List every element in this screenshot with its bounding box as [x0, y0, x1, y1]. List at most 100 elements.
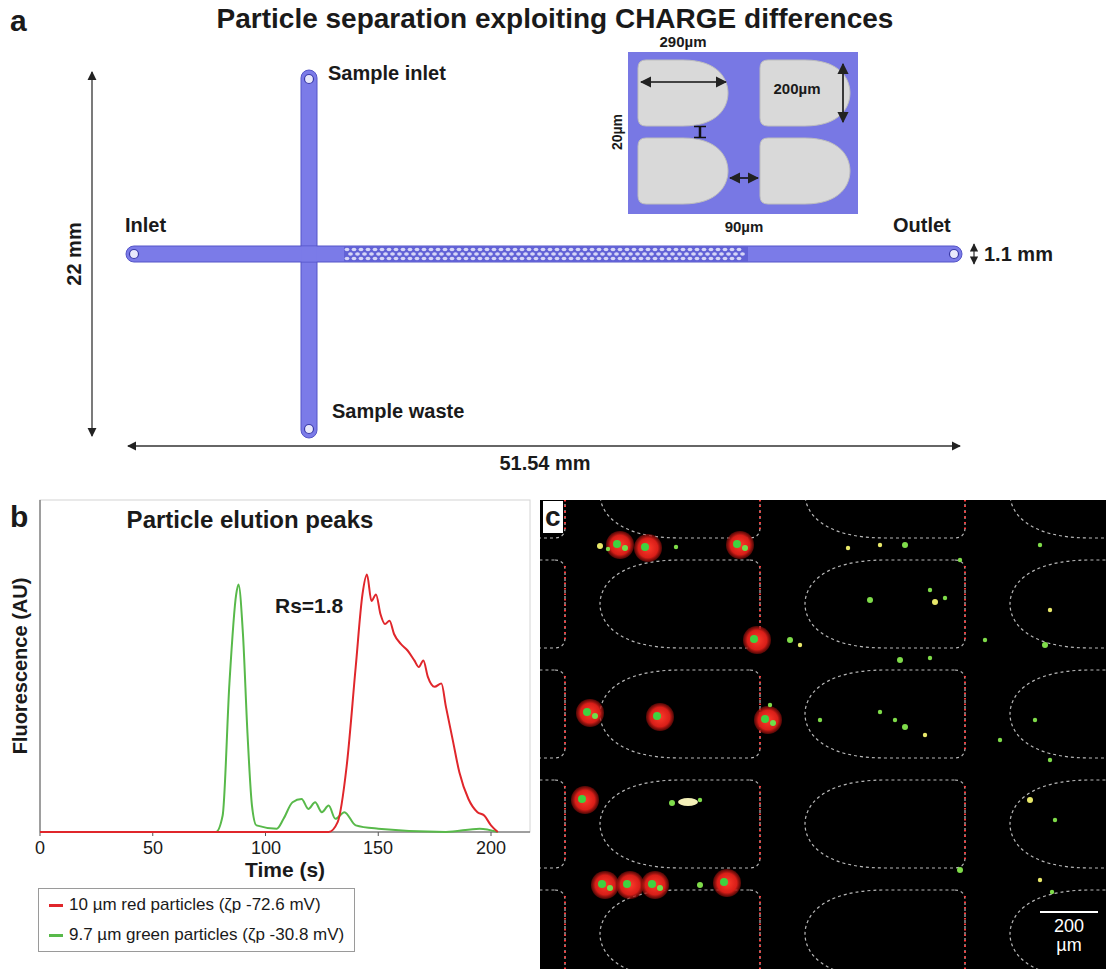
pillar-dot	[506, 248, 511, 251]
pillar-dot	[597, 257, 602, 260]
pillar-dot	[702, 248, 707, 251]
pillar-dot	[387, 257, 392, 260]
pillar-edge-stain	[964, 566, 966, 642]
pillar-dot	[366, 257, 371, 260]
small-particle	[928, 656, 932, 660]
red-particle	[616, 871, 644, 899]
pillar-dot	[674, 248, 679, 251]
pillar-dot	[387, 248, 392, 251]
micrograph-background	[540, 500, 1106, 969]
particle-cluster	[678, 798, 698, 806]
pillar-dot	[373, 257, 378, 260]
pillar-dot	[527, 257, 532, 260]
port-label: Sample inlet	[328, 62, 446, 85]
pillar-dot	[513, 248, 518, 251]
small-particle	[674, 545, 678, 549]
pillar-dot	[695, 257, 700, 260]
dimension-label: 200µm	[773, 80, 820, 97]
pillar-edge-stain	[759, 500, 761, 532]
scale-bar	[1040, 911, 1098, 913]
pillar-outline	[805, 780, 965, 868]
pillar-dot	[709, 248, 714, 251]
pillar-dot	[453, 252, 458, 255]
pillar-dot	[632, 257, 637, 260]
pillar-dot	[436, 248, 441, 251]
pillar-dot	[579, 252, 584, 255]
small-particle	[902, 724, 908, 730]
pillar-dot	[527, 248, 532, 251]
pillar-dot	[607, 252, 612, 255]
pillar-dot	[614, 252, 619, 255]
pillar-dot	[590, 257, 595, 260]
pillar-dot	[688, 248, 693, 251]
pillar-dot	[520, 248, 525, 251]
pillar-dot	[457, 257, 462, 260]
pillar-edge-stain	[564, 786, 566, 862]
pillar-edge-stain	[759, 786, 761, 862]
pillar-dot	[446, 252, 451, 255]
pillar-dot	[646, 248, 651, 251]
small-particle	[878, 543, 882, 547]
pillar-dot	[460, 252, 465, 255]
pillar-dot	[439, 252, 444, 255]
tick-label: 200	[476, 838, 506, 859]
pillar-dot	[583, 248, 588, 251]
pillar-dot	[681, 257, 686, 260]
tick-mark	[491, 832, 492, 836]
pillar-dot	[495, 252, 500, 255]
pillar-dot	[499, 248, 504, 251]
pillar-dot	[418, 252, 423, 255]
small-particle	[1053, 818, 1057, 822]
pillar-dot	[352, 248, 357, 251]
pillar-dot	[628, 252, 633, 255]
pillar-dot	[737, 257, 742, 260]
dimension-label: 22 mm	[63, 222, 86, 285]
legend-entry: 9.7 µm green particles (ζp -30.8 mV)	[49, 925, 344, 945]
pillar-dot	[520, 257, 525, 260]
pillar-dot	[488, 252, 493, 255]
green-spot	[720, 878, 728, 886]
green-spot	[641, 543, 649, 551]
pillar-dot	[422, 248, 427, 251]
pillar-dot	[506, 257, 511, 260]
pillar-dot	[625, 257, 630, 260]
elution-chart	[40, 500, 530, 836]
micrograph	[540, 500, 1106, 969]
axis-label: Fluorescence (AU)	[9, 578, 32, 755]
pillar-edge-stain	[964, 500, 966, 532]
dimension-label: 90µm	[725, 218, 764, 235]
pillar-dot	[548, 257, 553, 260]
pillar-dot	[478, 257, 483, 260]
green-spot	[607, 885, 613, 891]
pillar-dot	[698, 252, 703, 255]
pillar-dot	[649, 252, 654, 255]
pillar-dot	[411, 252, 416, 255]
pillar-dot	[604, 248, 609, 251]
small-particle	[768, 703, 772, 707]
port-label: Inlet	[125, 214, 166, 237]
pillar-dot	[723, 257, 728, 260]
pillar-dot	[544, 252, 549, 255]
pillar-dot	[618, 248, 623, 251]
green-spot	[653, 712, 661, 720]
pillar-outline	[540, 500, 565, 538]
pillar-dot	[667, 248, 672, 251]
red-particle	[576, 699, 604, 727]
dimension-arrow	[730, 177, 758, 179]
axis-label: Time (s)	[245, 858, 325, 882]
pillar-dot	[639, 248, 644, 251]
green-spot	[613, 540, 621, 548]
pillar-dot	[373, 248, 378, 251]
main-channel	[126, 246, 962, 262]
legend-swatch	[49, 904, 63, 907]
small-particle	[669, 800, 675, 806]
green-spot	[657, 885, 663, 891]
panel-letter: a	[10, 4, 27, 39]
pillar-edge-stain	[564, 566, 566, 642]
panel-letter: b	[10, 500, 28, 535]
pillar-dot	[653, 257, 658, 260]
small-particle	[943, 596, 947, 600]
pillar-dot	[380, 248, 385, 251]
